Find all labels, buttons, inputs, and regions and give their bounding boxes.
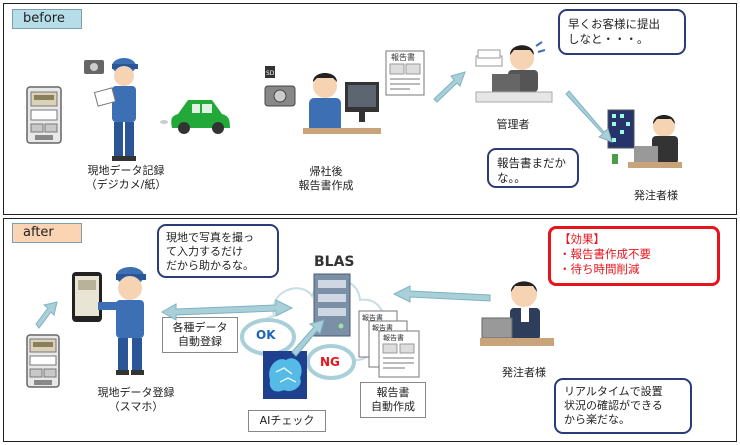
ng-bubble — [306, 344, 356, 380]
after-tag: after — [12, 223, 82, 243]
stressed-manager-icon — [475, 41, 553, 103]
report-stack-label-2: 報告書 — [372, 323, 393, 332]
client-bubble-before-line2: な。。 — [497, 171, 526, 185]
worker-bubble-line2: て入力するだけ — [166, 245, 243, 258]
caption-field-record: 現地データ記録 （デジカメ/紙） — [76, 164, 176, 192]
field-worker-with-smartphone-icon — [72, 267, 146, 375]
caption-client-before: 発注者様 — [634, 189, 678, 202]
effect-item-2: ・待ち時間削減 — [559, 262, 640, 276]
client-speech-bubble-after: リアルタイムで設置 状況の確認ができる から楽だな。 — [554, 378, 692, 434]
electric-meter-icon — [26, 86, 62, 144]
ai-check-box: AIチェック — [248, 410, 326, 432]
client-bubble-after-line1: リアルタイムで設置 — [564, 385, 663, 398]
report-auto-line2: 自動作成 — [371, 400, 415, 413]
caption-manager: 管理者 — [496, 118, 530, 131]
blas-label: BLAS — [314, 254, 355, 270]
ai-brain-icon — [263, 351, 307, 399]
car-icon — [160, 100, 230, 134]
flow-arrows-before — [433, 71, 613, 143]
electric-meter-icon-after — [26, 334, 60, 388]
manager-speech-bubble: 早くお客様に提出 しなと・・・。 — [558, 9, 686, 55]
before-tag: before — [12, 9, 82, 29]
client-at-laptop-icon-after — [480, 281, 554, 346]
office-worker-at-pc-icon: SD — [264, 66, 381, 134]
worker-speech-bubble: 現地で写真を撮っ て入力するだけ だから助かるな。 — [157, 224, 279, 278]
effect-item-1: ・報告書作成不要 — [559, 247, 651, 261]
caption-office: 帰社後 報告書作成 — [286, 165, 366, 193]
report-stack-label-1: 報告書 — [362, 313, 383, 322]
auto-register-line2: 自動登録 — [178, 335, 222, 348]
field-worker-with-camera-icon — [84, 58, 138, 161]
auto-register-line1: 各種データ — [172, 321, 228, 334]
stacked-reports-icon: 報告書 報告書 報告書 — [358, 310, 420, 378]
caption-field-register-line2: （スマホ） — [108, 400, 164, 413]
report-document-icon: 報告書 — [385, 50, 425, 96]
worker-bubble-line1: 現地で写真を撮っ — [166, 231, 254, 244]
caption-field-record-line1: 現地データ記録 — [87, 164, 165, 177]
report-sheet-label: 報告書 — [391, 52, 415, 62]
caption-office-line1: 帰社後 — [309, 165, 343, 178]
manager-bubble-line2: しなと・・・。 — [568, 32, 649, 46]
report-auto-line1: 報告書 — [376, 386, 410, 399]
client-at-laptop-icon — [607, 109, 682, 168]
report-auto-box: 報告書 自動作成 — [360, 382, 426, 418]
client-speech-bubble-before: 報告書まだか な。。 — [487, 148, 579, 188]
ng-label: NG — [320, 355, 340, 369]
client-bubble-after-line2: 状況の確認ができる — [564, 399, 663, 412]
ok-label: OK — [256, 328, 276, 342]
worker-bubble-line3: だから助かるな。 — [166, 259, 254, 272]
client-bubble-before-line1: 報告書まだか — [497, 156, 566, 170]
caption-field-record-line2: （デジカメ/紙） — [85, 178, 167, 191]
auto-register-box: 各種データ 自動登録 — [162, 317, 238, 353]
sd-card-label: SD — [266, 70, 275, 77]
report-stack-label-3: 報告書 — [383, 333, 404, 342]
caption-client-after: 発注者様 — [502, 366, 546, 379]
caption-field-register-line1: 現地データ登録 — [97, 386, 175, 399]
effect-box: 【効果】 ・報告書作成不要 ・待ち時間削減 — [548, 226, 720, 286]
effect-title: 【効果】 — [559, 232, 605, 246]
caption-office-line2: 報告書作成 — [298, 179, 354, 192]
manager-bubble-line1: 早くお客様に提出 — [568, 17, 660, 31]
client-bubble-after-line3: から楽だな。 — [564, 413, 630, 426]
caption-field-register: 現地データ登録 （スマホ） — [86, 386, 186, 414]
